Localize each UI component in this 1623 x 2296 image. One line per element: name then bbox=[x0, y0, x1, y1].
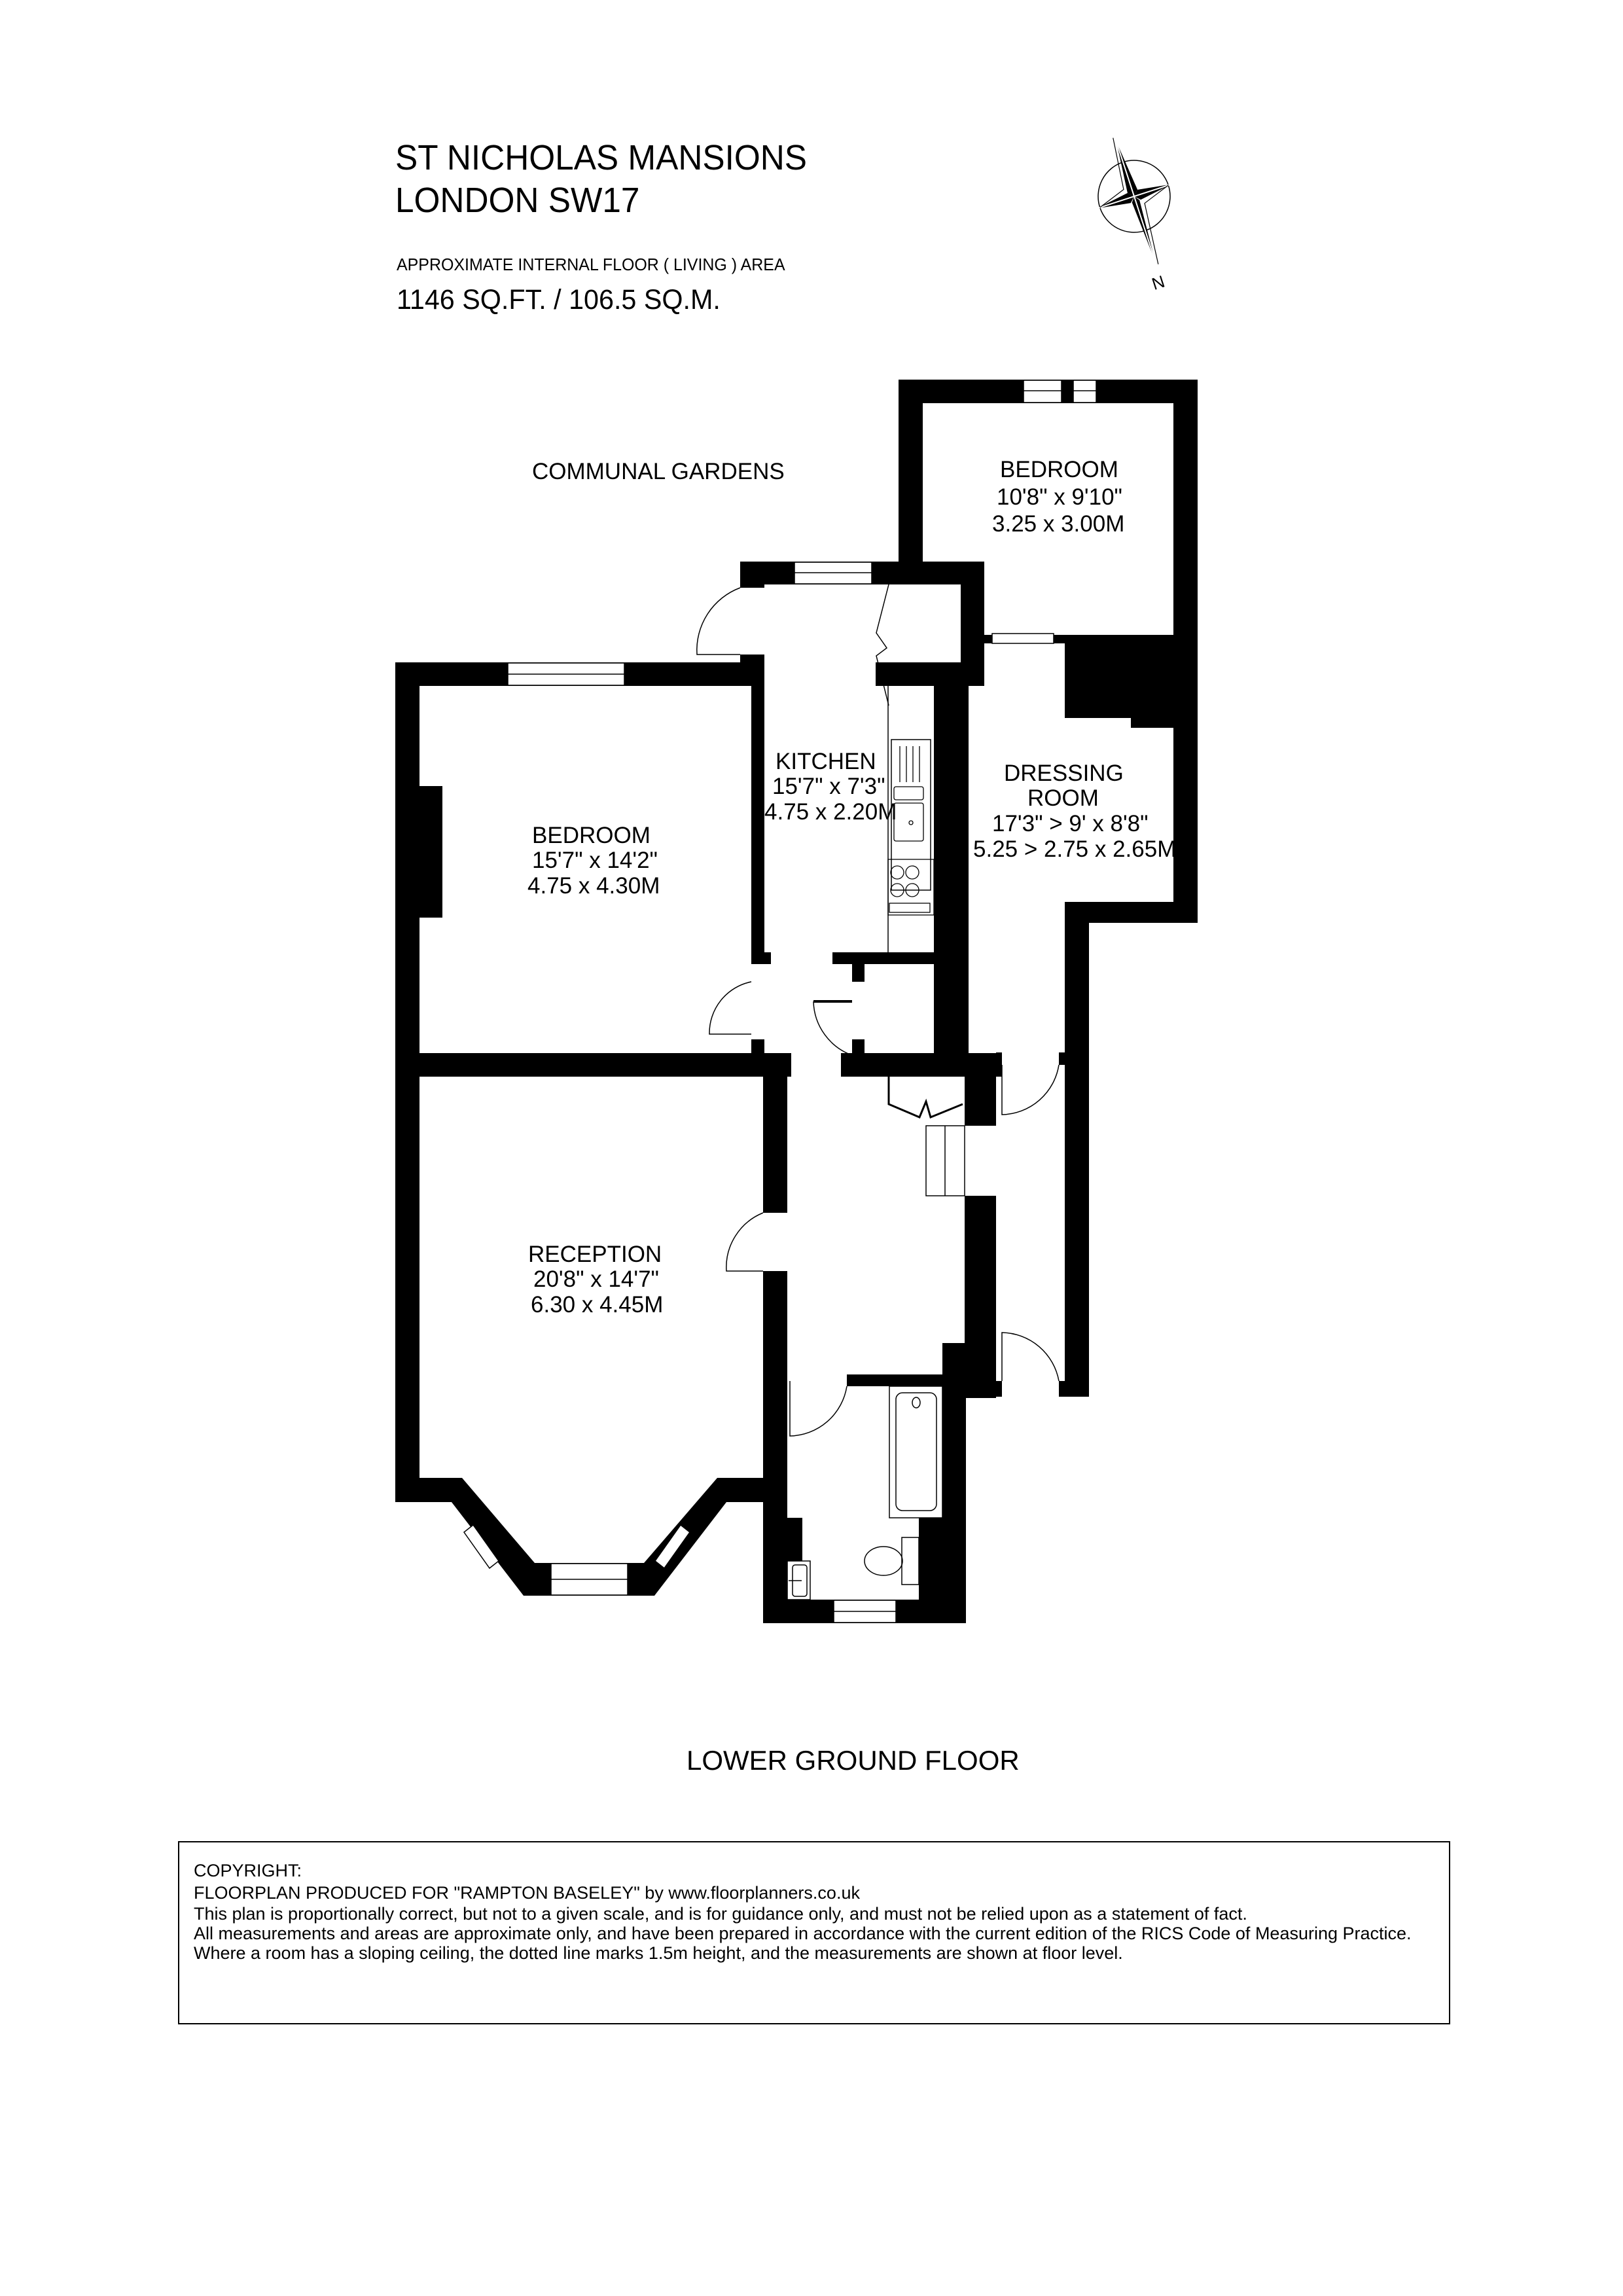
svg-text:4.75 x 2.20M: 4.75 x 2.20M bbox=[764, 799, 897, 825]
north-label: N bbox=[1149, 272, 1167, 294]
svg-text:RECEPTION: RECEPTION bbox=[528, 1242, 662, 1267]
floor-label: LOWER GROUND FLOOR bbox=[687, 1745, 1020, 1776]
room-reception: RECEPTION 20'8" x 14'7" 6.30 x 4.45M bbox=[528, 1242, 663, 1318]
svg-text:20'8" x 14'7": 20'8" x 14'7" bbox=[533, 1266, 659, 1292]
doors bbox=[696, 584, 1060, 1437]
svg-text:5.25 > 2.75 x 2.65M: 5.25 > 2.75 x 2.65M bbox=[973, 836, 1176, 862]
area-label: APPROXIMATE INTERNAL FLOOR ( LIVING ) AR… bbox=[397, 255, 785, 274]
toilet-icon bbox=[864, 1537, 919, 1585]
svg-text:15'7" x 14'2": 15'7" x 14'2" bbox=[532, 848, 658, 873]
room-dressing: DRESSING ROOM 17'3" > 9' x 8'8" 5.25 > 2… bbox=[973, 761, 1176, 862]
hob-icon bbox=[887, 859, 935, 916]
copyright-box: COPYRIGHT: FLOORPLAN PRODUCED FOR "RAMPT… bbox=[178, 1841, 1450, 2024]
room-bedroom-left: BEDROOM 15'7" x 14'2" 4.75 x 4.30M bbox=[527, 823, 660, 899]
svg-text:17'3" > 9' x 8'8": 17'3" > 9' x 8'8" bbox=[992, 811, 1149, 836]
svg-text:BEDROOM: BEDROOM bbox=[1000, 457, 1118, 482]
property-title: ST NICHOLAS MANSIONS bbox=[395, 138, 808, 177]
svg-text:10'8" x 9'10": 10'8" x 9'10" bbox=[997, 484, 1122, 510]
copyright-disclaimer-2: All measurements and areas are approxima… bbox=[194, 1924, 1412, 1943]
svg-text:6.30 x 4.45M: 6.30 x 4.45M bbox=[531, 1292, 663, 1318]
copyright-producer: FLOORPLAN PRODUCED FOR "RAMPTON BASELEY"… bbox=[194, 1883, 860, 1903]
svg-text:4.75 x 4.30M: 4.75 x 4.30M bbox=[527, 873, 660, 899]
walls bbox=[395, 380, 1198, 1623]
property-location: LONDON SW17 bbox=[395, 181, 640, 220]
dressing-label-clip bbox=[1173, 831, 1198, 864]
svg-text:DRESSING: DRESSING bbox=[1004, 761, 1124, 786]
svg-text:BEDROOM: BEDROOM bbox=[532, 823, 651, 848]
stairs-icon bbox=[925, 1125, 965, 1196]
bath-icon bbox=[889, 1386, 943, 1518]
svg-text:KITCHEN: KITCHEN bbox=[776, 749, 876, 774]
room-kitchen: KITCHEN 15'7" x 7'3" 4.75 x 2.20M bbox=[764, 749, 897, 825]
basin-icon bbox=[787, 1560, 811, 1600]
sink-icon bbox=[893, 746, 924, 842]
room-bedroom-top: BEDROOM 10'8" x 9'10" 3.25 x 3.00M bbox=[992, 457, 1124, 537]
windows bbox=[463, 380, 1097, 1623]
svg-text:ROOM: ROOM bbox=[1027, 785, 1099, 811]
copyright-heading: COPYRIGHT: bbox=[194, 1861, 302, 1880]
svg-text:15'7" x 7'3": 15'7" x 7'3" bbox=[772, 774, 885, 799]
copyright-disclaimer-3: Where a room has a sloping ceiling, the … bbox=[194, 1943, 1123, 1963]
north-arrow-compass-icon bbox=[1095, 137, 1173, 265]
copyright-disclaimer-1: This plan is proportionally correct, but… bbox=[194, 1904, 1247, 1924]
area-value: 1146 SQ.FT. / 106.5 SQ.M. bbox=[397, 284, 721, 315]
svg-text:3.25 x 3.00M: 3.25 x 3.00M bbox=[992, 511, 1124, 537]
communal-gardens-label: COMMUNAL GARDENS bbox=[532, 459, 785, 484]
